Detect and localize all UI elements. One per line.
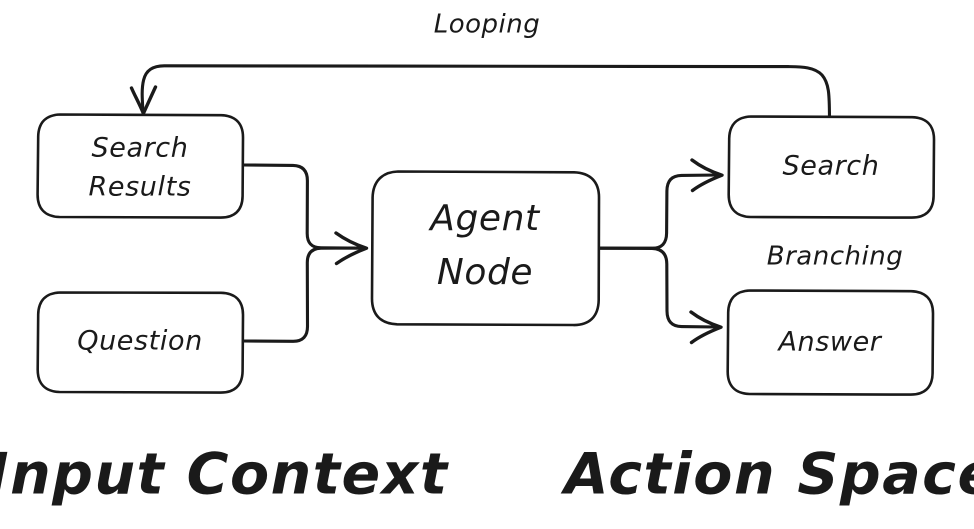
search-box-outline — [727, 115, 936, 219]
edge-question-to-agent — [241, 231, 369, 343]
agent-node-label-line1: Agent — [428, 198, 541, 239]
edge-agent-to-search — [597, 158, 724, 250]
search-label: Search — [783, 151, 880, 182]
edge-label-looping: Looping — [434, 10, 541, 40]
group-label-input-context: Input Context — [0, 442, 449, 508]
question-connector-path — [241, 246, 364, 343]
node-answer[interactable]: Answer — [726, 289, 935, 396]
question-label: Question — [77, 326, 203, 357]
answer-label: Answer — [776, 327, 882, 358]
node-agent-node[interactable]: Agent Node — [370, 170, 601, 327]
agent-to-answer-connector-path — [597, 246, 719, 329]
agent-input-arrowhead — [334, 231, 369, 266]
edge-agent-to-answer — [597, 246, 723, 345]
search-results-connector-path — [241, 163, 364, 250]
answer-arrowhead — [689, 310, 723, 345]
node-question[interactable]: Question — [36, 291, 245, 394]
edge-search-results-to-agent — [241, 163, 364, 250]
answer-box-outline — [726, 289, 935, 396]
agent-node-box-outline — [370, 170, 601, 327]
edge-label-branching: Branching — [767, 242, 903, 272]
edge-looping — [129, 64, 832, 119]
search-arrowhead — [690, 158, 724, 193]
agent-node-label-line2: Node — [437, 252, 533, 293]
agent-to-search-connector-path — [597, 173, 720, 250]
node-search[interactable]: Search — [727, 115, 936, 219]
group-label-action-space: Action Space — [560, 442, 974, 508]
search-results-label-line2: Results — [89, 172, 192, 203]
node-search-results[interactable]: Search Results — [36, 113, 245, 219]
looping-connector-path — [140, 64, 832, 119]
question-box-outline — [36, 291, 245, 394]
looping-arrowhead — [129, 85, 158, 116]
search-results-box-outline — [36, 113, 245, 219]
search-results-label-line1: Search — [92, 133, 189, 164]
